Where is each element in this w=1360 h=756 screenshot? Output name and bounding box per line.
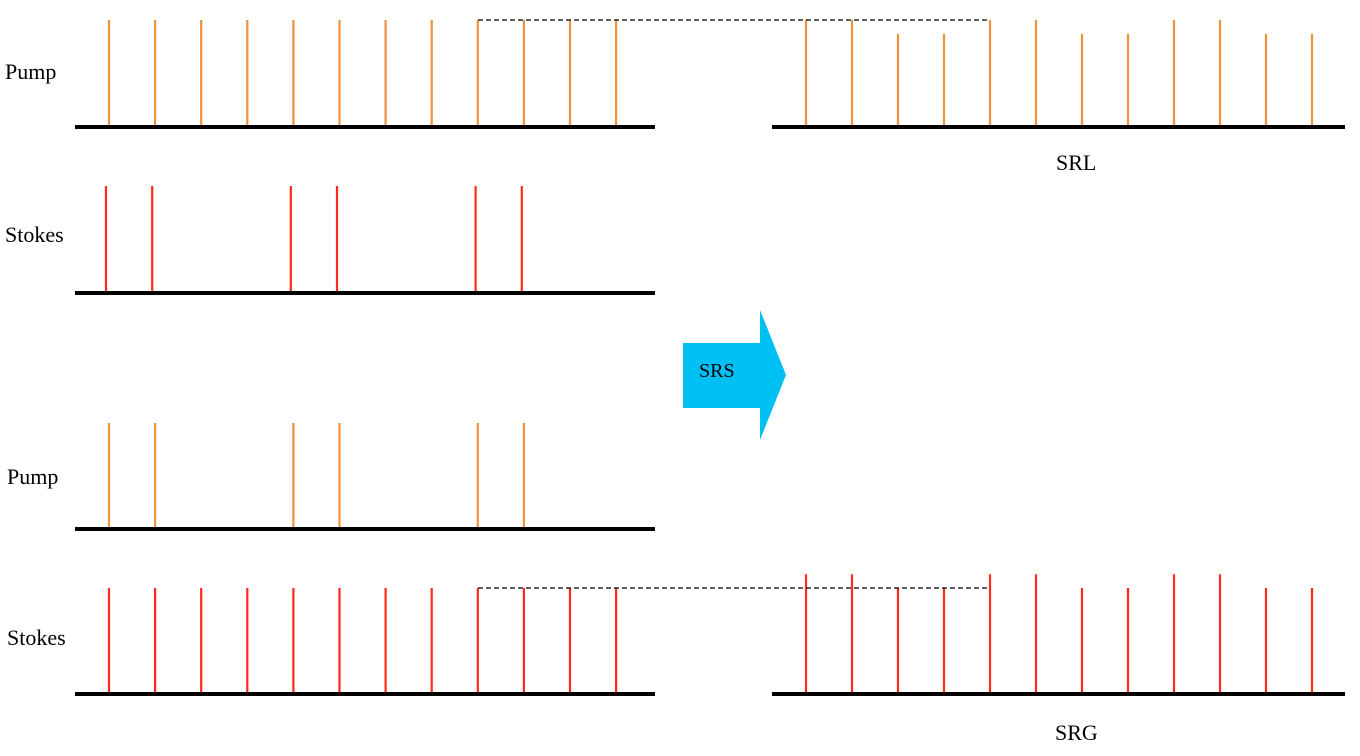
srl-label: SRL — [1056, 150, 1097, 175]
srs-arrow-icon — [683, 310, 786, 440]
srs-arrow-label: SRS — [699, 360, 735, 382]
srg-label: SRG — [1055, 720, 1098, 745]
stokes-top-label: Stokes — [5, 222, 64, 247]
pump-top-label: Pump — [5, 59, 57, 84]
stokes-bottom-label: Stokes — [7, 625, 66, 650]
pump-bottom-label: Pump — [7, 464, 59, 489]
